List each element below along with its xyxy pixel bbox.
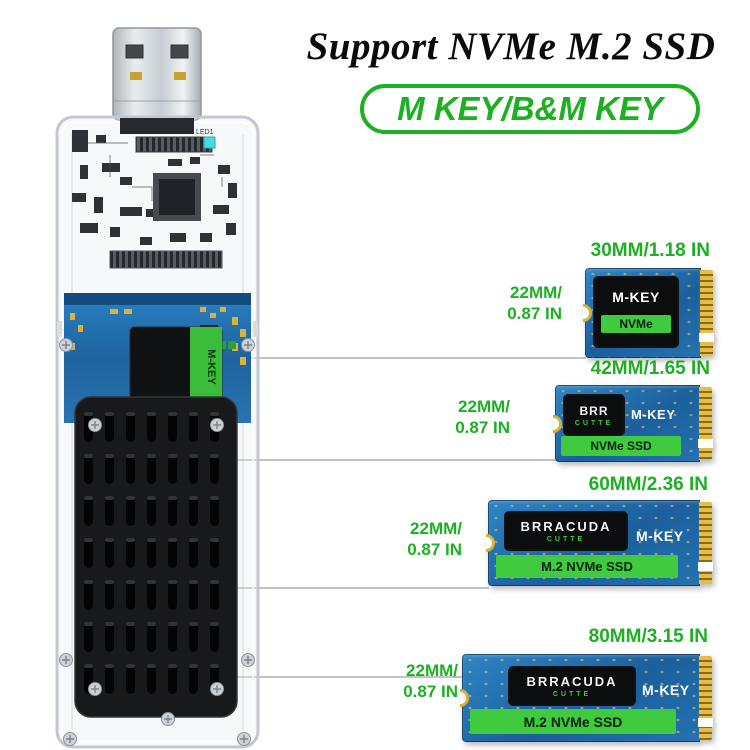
ssd-pcb: M-KEY NVMe [583, 268, 701, 358]
mount-notch-icon [553, 414, 562, 433]
led-icon [203, 136, 216, 149]
connector-fingers-icon [698, 387, 713, 460]
width-line: 0.87 IN [407, 540, 462, 559]
width-line: 0.87 IN [403, 682, 458, 701]
key-notch-icon [698, 439, 713, 449]
ssd-label-sticker: BRRACUDA CUTTE [508, 666, 636, 706]
led-label: LED1 [196, 129, 214, 136]
width-label-30mm: 22MM/ 0.87 IN [507, 282, 562, 324]
connector-fingers-icon [698, 502, 713, 584]
length-label-80mm: 80MM/3.15 IN [588, 626, 708, 647]
page-title: Support NVMe M.2 SSD [306, 25, 716, 68]
width-line: 22MM/ [510, 283, 562, 302]
width-label-60mm: 22MM/ 0.87 IN [407, 518, 462, 560]
length-label-30mm: 30MM/1.18 IN [590, 240, 710, 261]
key-notch-icon [698, 561, 713, 571]
connector-fingers-icon [698, 656, 713, 740]
width-line: 22MM/ [458, 397, 510, 416]
ssd-pcb: BRRACUDA CUTTE M-KEY M.2 NVMe SSD [460, 654, 700, 742]
ssd-type-strip: M.2 NVMe SSD [470, 709, 676, 734]
ssd-subbrand-text: CUTTE [574, 419, 614, 427]
ssd-label-sticker: M-KEY NVMe [593, 276, 679, 348]
heatsink [74, 396, 238, 718]
mount-notch-icon [460, 689, 469, 707]
length-label-42mm: 42MM/1.65 IN [590, 358, 710, 379]
m-key-text: M-KEY [642, 682, 690, 698]
length-label-60mm: 60MM/2.36 IN [588, 474, 708, 495]
width-line: 22MM/ [410, 519, 462, 538]
m-key-text: M-KEY [636, 528, 684, 544]
ssd-label-sticker: BRRACUDA CUTTE [504, 511, 628, 551]
key-notch-icon [699, 333, 714, 343]
width-line: 22MM/ [406, 661, 458, 680]
ssd-pcb: BRRACUDA CUTTE M-KEY M.2 NVMe SSD [486, 500, 700, 586]
edge-connector-icon [109, 250, 223, 269]
ssd-type-strip: NVMe [600, 315, 672, 333]
enclosure-illustration: LED1 M-KEY [55, 27, 260, 749]
key-notch-icon [698, 717, 713, 727]
ssd-card-60mm: BRRACUDA CUTTE M-KEY M.2 NVMe SSD [486, 500, 713, 586]
key-type-badge: M KEY/B&M KEY [360, 84, 700, 134]
m-key-text: M-KEY [612, 289, 660, 305]
usb-plug [112, 27, 202, 121]
ssd-subbrand-text: CUTTE [552, 691, 592, 698]
width-label-80mm: 22MM/ 0.87 IN [403, 660, 458, 702]
mount-notch-icon [486, 534, 495, 552]
ssd-card-80mm: BRRACUDA CUTTE M-KEY M.2 NVMe SSD [460, 654, 713, 742]
connector-fingers-icon [699, 270, 714, 356]
width-line: 0.87 IN [455, 418, 510, 437]
ssd-brand-text: BRRACUDA [520, 519, 612, 534]
width-line: 0.87 IN [507, 304, 562, 323]
width-label-42mm: 22MM/ 0.87 IN [455, 396, 510, 438]
ssd-type-strip: M.2 NVMe SSD [496, 555, 678, 578]
installed-ssd-label: M-KEY [205, 349, 217, 385]
ssd-card-30mm: M-KEY NVMe [583, 268, 714, 358]
ssd-pcb: BRR CUTTE M-KEY NVMe SSD [553, 385, 700, 462]
ssd-label-sticker: BRR CUTTE [563, 394, 625, 436]
ssd-brand-text: BRRACUDA [526, 674, 618, 689]
circuit-board: LED1 [72, 118, 237, 269]
mount-notch-icon [583, 304, 592, 322]
ssd-brand-text: BRR [579, 403, 609, 418]
ssd-subbrand-text: CUTTE [546, 536, 586, 543]
ssd-card-42mm: BRR CUTTE M-KEY NVMe SSD [553, 385, 713, 462]
m-key-text: M-KEY [631, 407, 676, 422]
installed-ssd: M-KEY [129, 326, 223, 408]
ssd-type-strip: NVMe SSD [561, 436, 681, 456]
